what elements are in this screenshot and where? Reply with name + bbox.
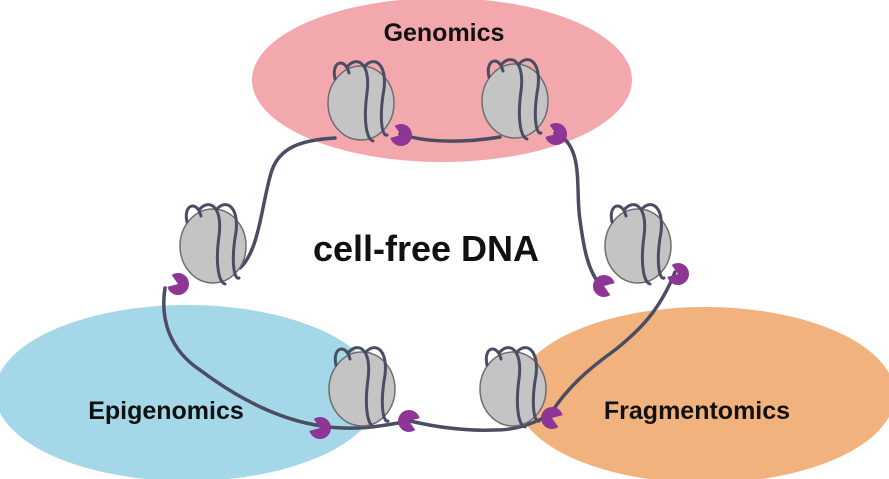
dna-wrap bbox=[363, 60, 389, 137]
pacman-marker-icon bbox=[398, 410, 420, 432]
title-label: cell-free DNA bbox=[313, 228, 539, 269]
epigenomics-region bbox=[0, 305, 379, 479]
dna-wrap bbox=[333, 347, 352, 367]
dna-wrap bbox=[215, 203, 241, 280]
dna-wrap bbox=[497, 346, 527, 429]
epigenomics-label: Epigenomics bbox=[88, 397, 244, 425]
nucleosome-body bbox=[328, 351, 396, 427]
dna-wrap bbox=[364, 346, 390, 423]
dna-wrap bbox=[345, 60, 375, 143]
dna-wrap bbox=[515, 346, 541, 423]
nucleosome-icon bbox=[179, 203, 247, 286]
pacman-marker-icon bbox=[541, 407, 563, 429]
pacman-marker-icon bbox=[390, 124, 412, 146]
nucleosome-body bbox=[604, 208, 672, 284]
pacman-marker-icon bbox=[593, 275, 615, 297]
pacman-marker-icon bbox=[667, 263, 689, 285]
dna-wrap bbox=[499, 58, 529, 141]
dna-wrap bbox=[622, 203, 652, 286]
pacman-marker-icon bbox=[545, 123, 567, 145]
fragmentomics-label: Fragmentomics bbox=[604, 397, 790, 425]
pacman-marker-icon bbox=[167, 273, 189, 295]
pacman-marker-icon bbox=[309, 417, 331, 439]
nucleosome-icon bbox=[604, 203, 672, 286]
nucleosome-body bbox=[179, 208, 247, 284]
dna-wrap bbox=[609, 204, 628, 224]
nucleosome-body bbox=[327, 65, 395, 141]
dna-wrap bbox=[640, 203, 666, 280]
nucleosome-icon bbox=[328, 346, 396, 429]
dna-wrap bbox=[197, 203, 227, 286]
genomics-label: Genomics bbox=[384, 19, 505, 47]
fragmentomics-region bbox=[515, 307, 889, 479]
dna-wrap bbox=[484, 347, 503, 367]
dna-wrap bbox=[486, 59, 505, 79]
nucleosome-body bbox=[479, 351, 547, 427]
dna-wrap bbox=[332, 61, 351, 81]
nucleosome-icon bbox=[479, 346, 547, 429]
nucleosome-icon bbox=[481, 58, 549, 141]
nucleosome-icon bbox=[327, 60, 395, 143]
nucleosome-body bbox=[481, 63, 549, 139]
dna-wrap bbox=[517, 58, 543, 135]
dna-wrap bbox=[346, 346, 376, 429]
dna-wrap bbox=[184, 204, 203, 224]
